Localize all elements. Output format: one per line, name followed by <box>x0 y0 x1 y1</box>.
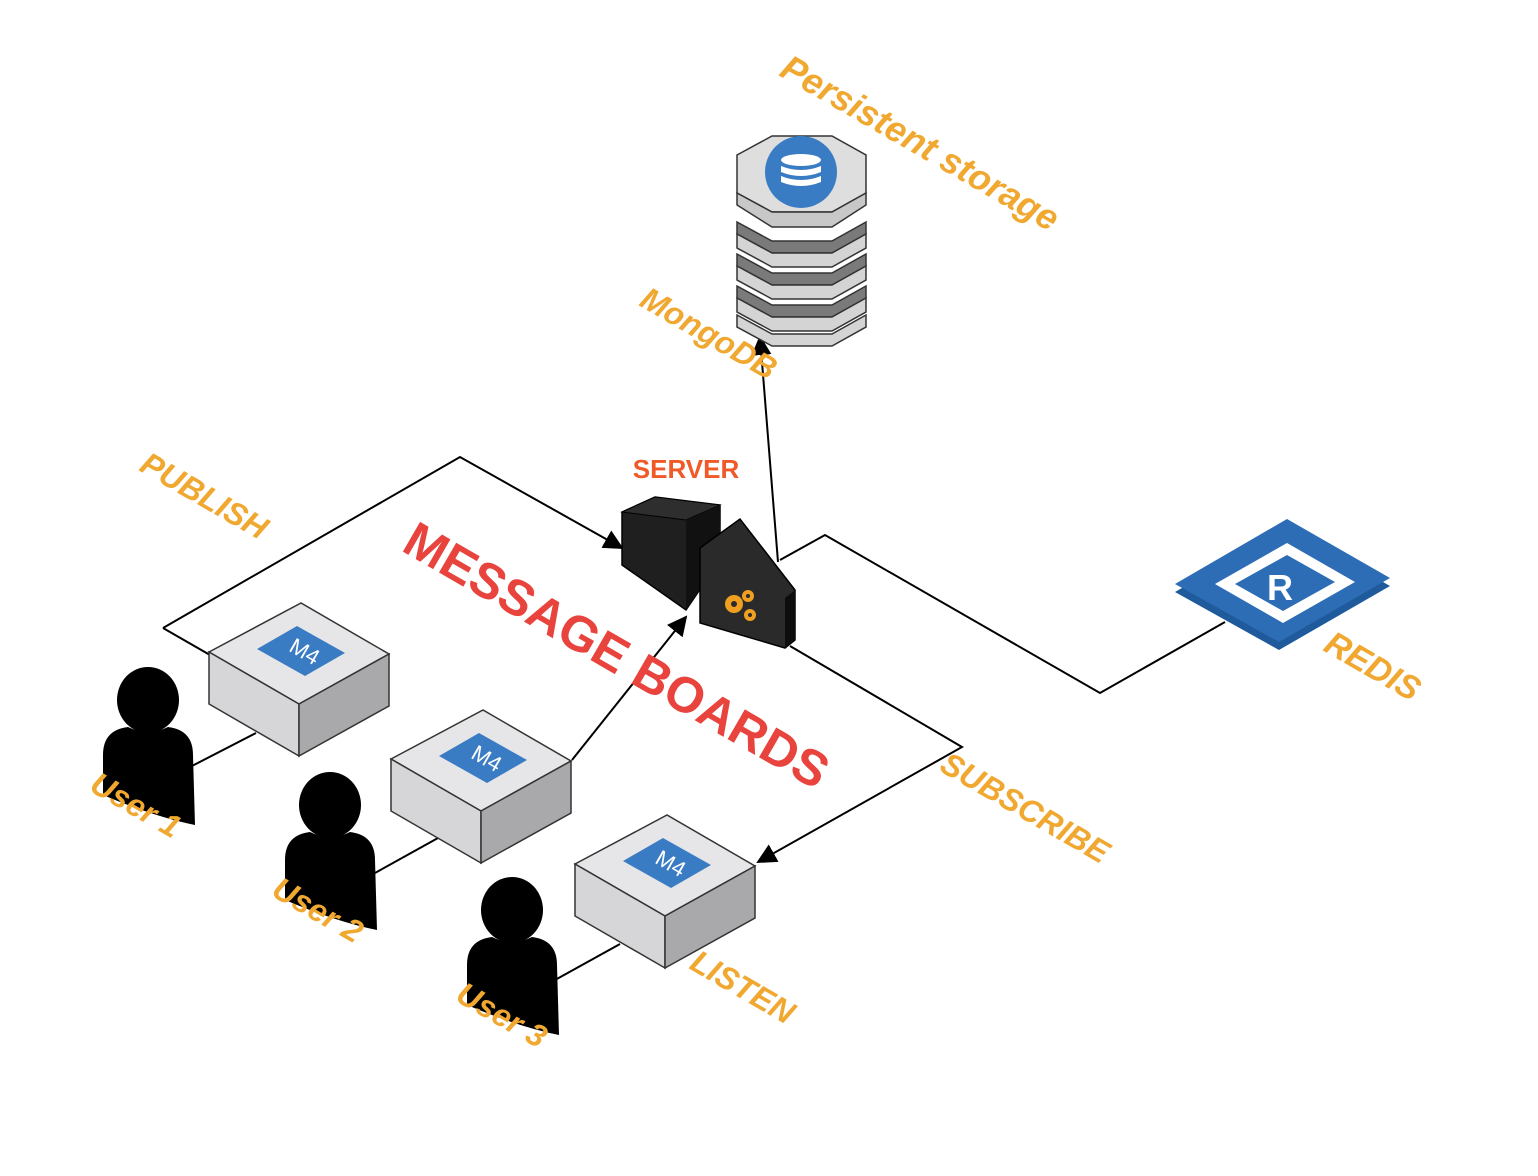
user1-line <box>189 732 257 768</box>
database-icon <box>736 135 867 347</box>
listen-label: LISTEN <box>685 943 802 1032</box>
database-disk-bottom <box>736 313 867 347</box>
publish-line <box>162 455 624 629</box>
publish-line-box1 <box>162 627 211 656</box>
device-3: M4 <box>573 814 757 970</box>
user-icon <box>467 877 559 1035</box>
database-disk <box>736 232 867 268</box>
device2-to-server-line <box>571 615 688 761</box>
redis-icon: R <box>1175 519 1390 650</box>
device-badge <box>257 626 345 676</box>
gears-icon <box>725 590 756 621</box>
device-right-face <box>664 864 756 970</box>
device-right-face <box>298 652 390 758</box>
server-to-mongodb-line <box>751 335 779 563</box>
user-icon <box>103 667 195 825</box>
connection-lines <box>162 335 1226 981</box>
device-badge <box>623 838 711 888</box>
database-disk <box>736 296 867 332</box>
server-icon <box>620 496 796 649</box>
redis-label: REDIS <box>1318 624 1427 709</box>
database-disk <box>736 264 867 300</box>
device-1: M4 <box>207 602 391 758</box>
server-label: SERVER <box>633 454 740 484</box>
device-2: M4 <box>389 709 573 865</box>
redis-letter: R <box>1267 567 1293 608</box>
subscribe-label: SUBSCRIBE <box>935 745 1118 871</box>
server-to-redis-line <box>779 533 1226 695</box>
user2-line <box>374 837 439 874</box>
subscribe-line <box>756 645 965 863</box>
publish-label: PUBLISH <box>135 445 275 547</box>
user3-line <box>554 943 621 981</box>
device-badge <box>439 733 527 783</box>
device-right-face <box>480 759 572 865</box>
user-icon <box>285 772 377 930</box>
